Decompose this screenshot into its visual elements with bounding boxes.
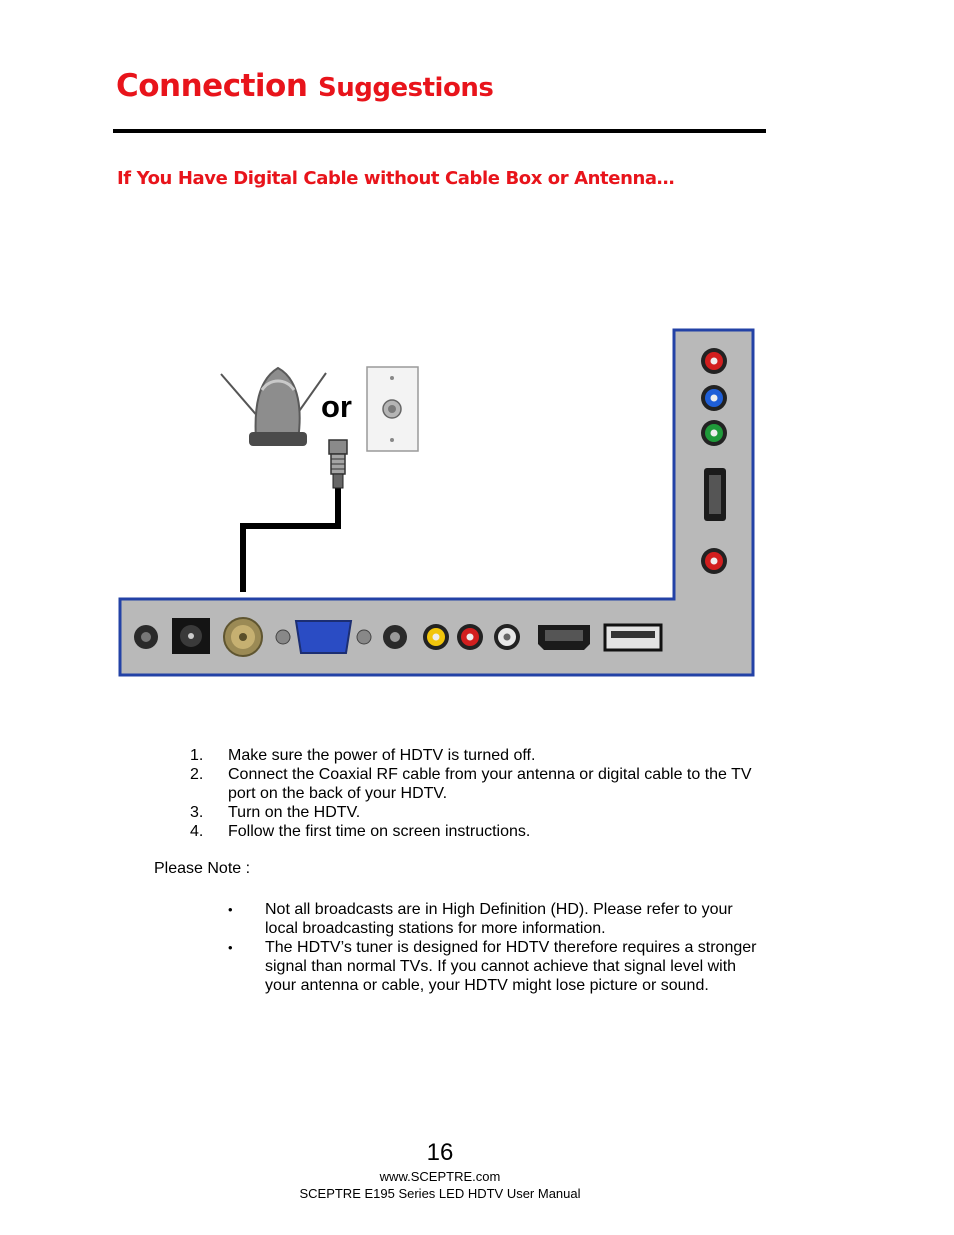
title-rest: Suggestions (318, 73, 494, 103)
component-video-green-port (701, 420, 727, 446)
audio-in-jack-port (383, 625, 407, 649)
page-title: Connection Suggestions (116, 66, 494, 104)
page-number: 16 (426, 1139, 454, 1166)
audio-red-port-right (701, 548, 727, 574)
list-item: 1.Make sure the power of HDTV is turned … (190, 747, 536, 764)
dc-power-port (172, 618, 210, 654)
footer-website: www.SCEPTRE.com (379, 1169, 501, 1184)
tv-back-panel-icon (118, 328, 755, 677)
list-item: •Not all broadcasts are in High Definiti… (228, 901, 733, 937)
hdmi-port (538, 625, 590, 650)
title-divider (113, 129, 766, 133)
coax-cable (240, 486, 341, 592)
list-item: 3.Turn on the HDTV. (190, 804, 361, 821)
wall-coax-plate-icon (366, 366, 419, 452)
note-label: Please Note : (154, 860, 251, 877)
usb-port (603, 623, 663, 652)
or-label: or (321, 389, 352, 424)
connection-diagram: or (118, 328, 755, 677)
headphone-jack-port (134, 625, 158, 649)
page-footer: 16 www.SCEPTRE.com SCEPTRE E195 Series L… (240, 1138, 640, 1202)
bullet-icon: • (228, 940, 233, 955)
antenna-icon (220, 366, 327, 446)
footer-manual-title: SCEPTRE E195 Series LED HDTV User Manual (299, 1186, 581, 1201)
title-main: Connection (116, 68, 308, 104)
hdmi-vertical-port (704, 468, 726, 521)
section-subtitle: If You Have Digital Cable without Cable … (117, 168, 675, 189)
av-red-port (457, 624, 483, 650)
coax-connector-icon (328, 439, 348, 489)
list-item: •The HDTV’s tuner is designed for HDTV t… (228, 939, 757, 994)
component-video-blue-port (701, 385, 727, 411)
instruction-steps: 1.Make sure the power of HDTV is turned … (190, 746, 770, 841)
list-item: 2.Connect the Coaxial RF cable from your… (190, 766, 752, 802)
note-list: •Not all broadcasts are in High Definiti… (228, 900, 768, 995)
vga-port (275, 620, 372, 654)
component-video-red-port (701, 348, 727, 374)
list-item: 4.Follow the first time on screen instru… (190, 823, 531, 840)
bullet-icon: • (228, 902, 233, 917)
av-white-port (494, 624, 520, 650)
tv-rf-port (223, 617, 263, 657)
av-yellow-port (423, 624, 449, 650)
